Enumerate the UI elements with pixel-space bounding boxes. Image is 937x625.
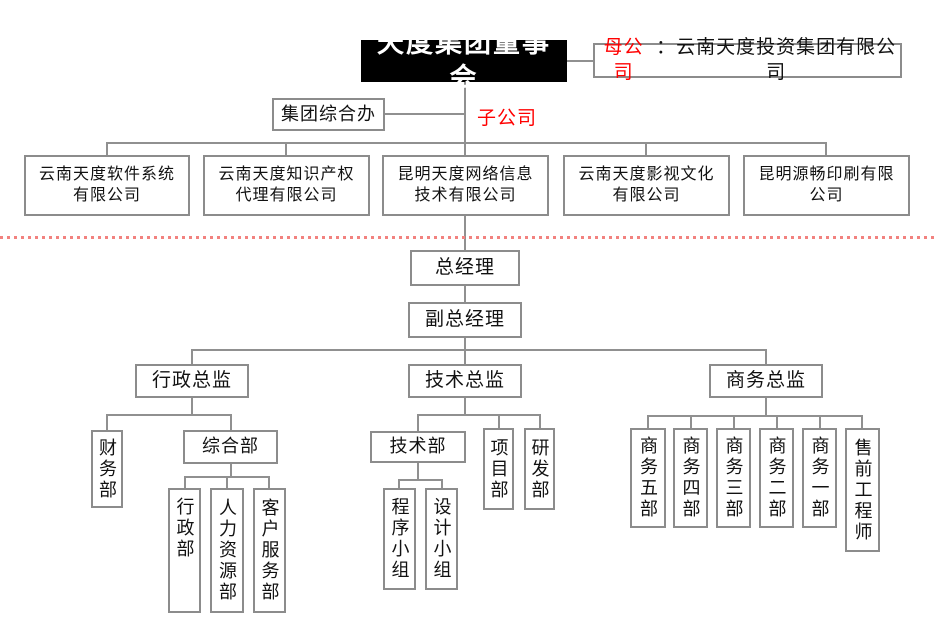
connector-line xyxy=(230,414,232,430)
director-tech-label: 技术总监 xyxy=(424,369,505,391)
connector-line xyxy=(819,415,821,428)
connector-line xyxy=(417,463,419,481)
parent-company-prefix: 母公司 xyxy=(603,36,644,83)
connector-line xyxy=(825,142,827,156)
connector-line xyxy=(106,142,826,144)
connector-line xyxy=(191,349,193,364)
connector-line xyxy=(647,415,649,428)
section-divider xyxy=(0,236,937,239)
connector-line xyxy=(398,479,443,481)
connector-line xyxy=(441,479,443,488)
connector-line xyxy=(464,398,466,416)
business-dept-box: 售前工程师 xyxy=(845,428,880,552)
board-box: 天度集团董事会 xyxy=(361,28,567,93)
group-office-box: 集团综合办 xyxy=(272,98,385,131)
subsidiary-box: 云南天度软件系统 有限公司 xyxy=(24,155,190,216)
connector-line xyxy=(230,464,232,477)
general-dept-label: 综合部 xyxy=(202,436,259,457)
connector-line xyxy=(464,82,466,155)
subsidiary-name-line2: 有限公司 xyxy=(612,186,681,204)
connector-line xyxy=(191,398,193,416)
connector-line xyxy=(647,415,863,417)
general-manager-label: 总经理 xyxy=(434,256,495,278)
subsidiary-name-line2: 技术有限公司 xyxy=(414,186,517,204)
connector-line xyxy=(464,215,466,250)
connector-line xyxy=(776,415,778,428)
subsidiary-box: 云南天度影视文化 有限公司 xyxy=(563,155,730,216)
director-business-box: 商务总监 xyxy=(709,364,823,398)
general-dept-box: 综合部 xyxy=(183,430,278,464)
connector-line xyxy=(733,415,735,428)
parent-company-box: 母公司 ：云南天度投资集团有限公司 xyxy=(593,37,902,83)
admin-sub-dept-box: 行政部 xyxy=(168,488,201,613)
connector-line xyxy=(464,338,466,351)
director-admin-box: 行政总监 xyxy=(135,364,249,398)
connector-line xyxy=(184,476,186,488)
business-dept-box: 商务一部 xyxy=(802,428,837,528)
subsidiary-name-line1: 昆明源畅印刷有限 xyxy=(758,165,895,183)
connector-line xyxy=(106,414,108,430)
business-dept-box: 商务五部 xyxy=(630,428,666,528)
parent-company-name: ：云南天度投资集团有限公司 xyxy=(656,36,897,83)
project-dept-box: 项目部 xyxy=(483,428,514,510)
subsidiary-name-line2: 公司 xyxy=(809,186,844,204)
group-office-label: 集团综合办 xyxy=(281,103,376,124)
subsidiary-name-line1: 云南天度影视文化 xyxy=(578,165,715,183)
connector-line xyxy=(498,414,500,428)
connector-line xyxy=(191,349,767,351)
tech-dept-label: 技术部 xyxy=(389,436,447,457)
director-business-label: 商务总监 xyxy=(725,369,806,391)
connector-line xyxy=(398,479,400,488)
connector-line xyxy=(385,113,465,115)
connector-line xyxy=(417,414,541,416)
subsidiary-label: 子公司 xyxy=(477,108,538,129)
deputy-general-manager-box: 副总经理 xyxy=(408,302,522,338)
connector-line xyxy=(567,60,593,62)
rd-dept-box: 研发部 xyxy=(524,428,555,510)
business-dept-box: 商务二部 xyxy=(759,428,794,528)
business-dept-box: 商务四部 xyxy=(673,428,708,528)
admin-sub-dept-box: 人力资源部 xyxy=(210,488,244,613)
subsidiary-name-line2: 有限公司 xyxy=(72,186,141,204)
general-manager-box: 总经理 xyxy=(410,250,520,286)
tech-dept-box: 技术部 xyxy=(370,431,466,463)
connector-line xyxy=(464,286,466,302)
connector-line xyxy=(106,142,108,156)
connector-line xyxy=(690,415,692,428)
subsidiary-name-line1: 云南天度软件系统 xyxy=(38,165,175,183)
connector-line xyxy=(464,349,466,364)
connector-line xyxy=(765,398,767,417)
finance-dept-box: 财务部 xyxy=(91,430,123,508)
connector-line xyxy=(285,142,287,156)
team-box: 设计小组 xyxy=(425,488,458,590)
deputy-general-manager-label: 副总经理 xyxy=(424,308,505,330)
admin-sub-dept-box: 客户服务部 xyxy=(253,488,286,613)
director-tech-box: 技术总监 xyxy=(408,364,522,398)
connector-line xyxy=(539,414,541,428)
connector-line xyxy=(645,142,647,156)
connector-line xyxy=(765,349,767,364)
connector-line xyxy=(226,476,228,488)
subsidiary-name-line1: 昆明天度网络信息 xyxy=(397,165,534,183)
connector-line xyxy=(268,476,270,488)
board-label: 天度集团董事会 xyxy=(377,27,551,93)
team-box: 程序小组 xyxy=(383,488,416,590)
subsidiary-box: 昆明天度网络信息 技术有限公司 xyxy=(382,155,549,216)
connector-line xyxy=(106,414,231,416)
business-dept-box: 商务三部 xyxy=(716,428,751,528)
connector-line xyxy=(861,415,863,428)
connector-line xyxy=(417,414,419,431)
subsidiary-name-line2: 代理有限公司 xyxy=(235,186,338,204)
subsidiary-box: 云南天度知识产权 代理有限公司 xyxy=(203,155,370,216)
subsidiary-name-line1: 云南天度知识产权 xyxy=(218,165,355,183)
director-admin-label: 行政总监 xyxy=(151,369,232,391)
subsidiary-box: 昆明源畅印刷有限 公司 xyxy=(743,155,910,216)
